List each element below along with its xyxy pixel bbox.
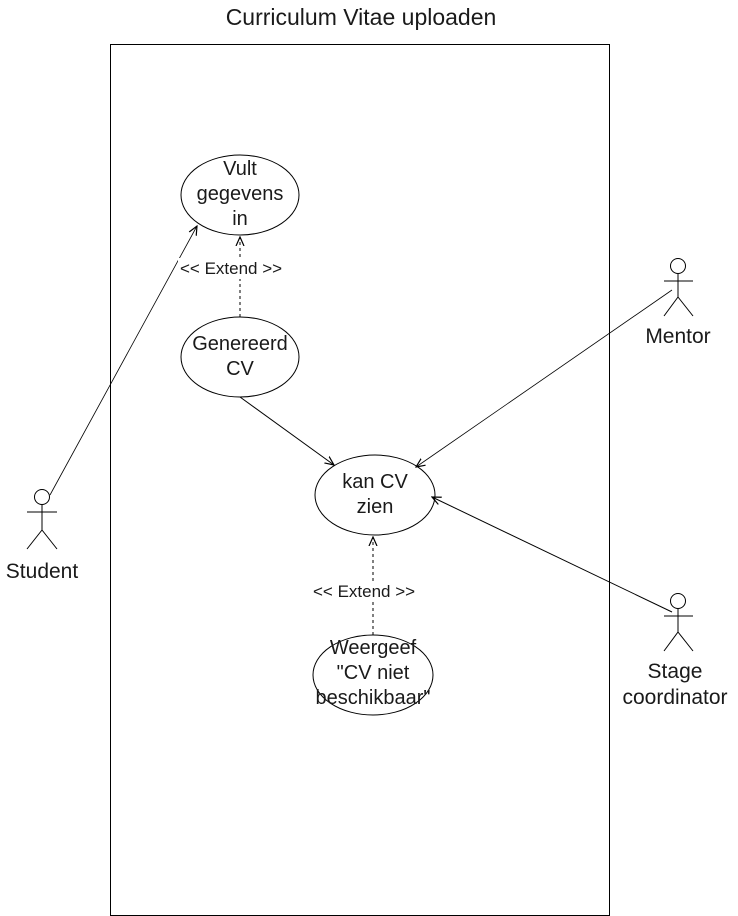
use-case-kan-cv-zien[interactable] xyxy=(314,454,436,536)
association-mentor xyxy=(416,289,673,467)
actor-stage-coordinator-label: Stage coordinator xyxy=(612,659,738,712)
association-student xyxy=(49,226,197,496)
actor-student-figure[interactable] xyxy=(26,489,58,550)
actor-stage-coordinator-figure[interactable] xyxy=(663,593,694,652)
actor-stage-line-2: coordinator xyxy=(622,686,728,710)
diagram-title: Curriculum Vitae uploaden xyxy=(225,4,497,30)
use-case-vult-line-2: gegevens xyxy=(196,183,284,205)
association-genereerd-kan-cv xyxy=(239,396,334,465)
actor-mentor-label: Mentor xyxy=(630,324,726,350)
use-case-kan-cv-label: kan CV zien xyxy=(315,470,435,520)
use-case-weergeef-line-3: beschikbaar" xyxy=(315,687,431,709)
use-case-weergeef-line-1: Weergeef xyxy=(329,637,417,659)
use-case-weergeef-line-2: "CV niet xyxy=(336,662,410,684)
use-case-vult-gegevens[interactable] xyxy=(180,154,300,236)
association-stage-coordinator xyxy=(432,497,673,613)
use-case-vult-line-1: Vult xyxy=(223,158,257,180)
use-case-genereerd-label: Genereerd CV xyxy=(180,332,300,382)
use-case-genereerd-line-2: CV xyxy=(226,358,254,380)
use-case-kan-cv-line-2: zien xyxy=(356,496,394,518)
extend-label-top: << Extend >> xyxy=(178,258,285,280)
use-case-vult-line-3: in xyxy=(232,208,248,230)
use-case-kan-cv-line-1: kan CV xyxy=(342,471,408,493)
actor-mentor-line-1: Mentor xyxy=(645,325,711,348)
use-case-genereerd-line-1: Genereerd xyxy=(192,333,288,355)
use-case-weergeef-label: Weergeef "CV niet beschikbaar" xyxy=(303,636,443,711)
actor-mentor-figure[interactable] xyxy=(663,258,694,317)
use-case-vult-label: Vult gegevens in xyxy=(180,157,300,232)
actor-student-label: Student xyxy=(0,559,84,585)
extend-label-bottom: << Extend >> xyxy=(311,581,418,603)
actor-stage-line-1: Stage xyxy=(647,660,703,683)
actor-student-line-1: Student xyxy=(5,560,79,583)
